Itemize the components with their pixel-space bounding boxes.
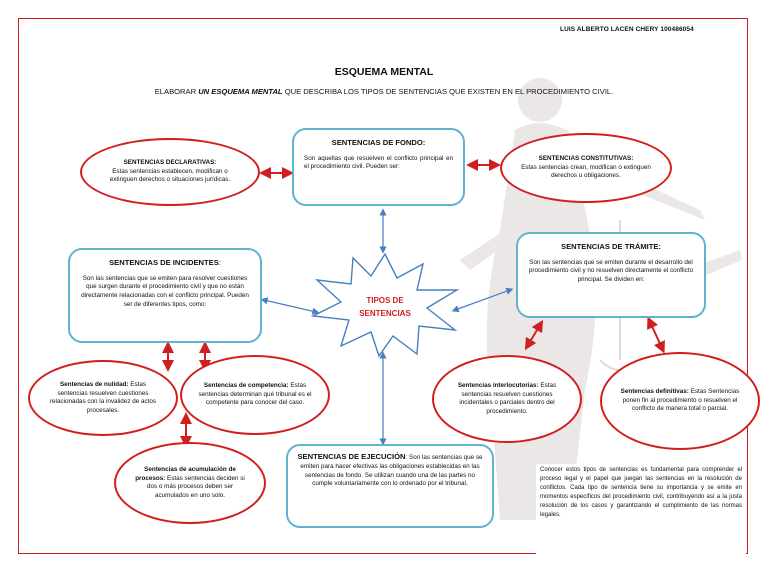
incidentes-text: Son las sentencias que se emiten para re… xyxy=(81,274,249,309)
author-name: LUIS ALBERTO LACEN CHERY 100486054 xyxy=(560,26,694,33)
definitivas-title: Sentencias definitivas: xyxy=(620,388,689,396)
node-sentencias-definitivas: Sentencias definitivas: Estas Sentencias… xyxy=(600,352,760,450)
definitivas-text: Estas Sentencias ponen fin al procedimie… xyxy=(622,388,740,413)
fondo-text: Son aquellas que resuelven el conflicto … xyxy=(304,154,453,171)
fondo-title: SENTENCIAS DE FONDO: xyxy=(331,138,426,147)
arrow-center-tramite xyxy=(451,287,514,313)
arrow-tramite-definitivas xyxy=(647,316,665,354)
interlocutorias-title: Sentencias interlocutorias: xyxy=(457,382,539,389)
tramite-title: SENTENCIAS DE TRÁMITE: xyxy=(561,242,661,251)
conclusion-text: Conocer estos tipos de sentencias es fun… xyxy=(536,464,746,554)
interlocutorias-text: Estas sentencias resuelven cuestiones in… xyxy=(459,382,557,415)
declarativas-title: SENTENCIAS DECLARATIVAS: xyxy=(123,159,217,167)
constitutivas-text: Estas sentencias crean, modifican o exti… xyxy=(521,163,651,180)
acumulacion-title: Sentencias de acumulación de procesos: xyxy=(135,466,236,482)
nulidad-title: Sentencias de nulidad: xyxy=(59,381,129,388)
node-sentencias-incidentes: SENTENCIAS DE INCIDENTES: Son las senten… xyxy=(68,248,262,343)
node-sentencias-tramite: SENTENCIAS DE TRÁMITE: Son las sentencia… xyxy=(516,232,706,318)
competencia-title: Sentencias de competencia: xyxy=(203,382,289,390)
node-sentencias-declarativas: SENTENCIAS DECLARATIVAS:Estas sentencias… xyxy=(80,138,260,206)
node-sentencias-competencia: Sentencias de competencia: Estas sentenc… xyxy=(180,355,330,435)
acumulacion-text: Estas sentencias deciden si dos o más pr… xyxy=(146,474,245,499)
center-label-line1: TIPOS DE xyxy=(366,296,404,305)
node-sentencias-fondo: SENTENCIAS DE FONDO: Son aquellas que re… xyxy=(292,128,465,206)
page-title: ESQUEMA MENTAL xyxy=(334,66,434,78)
page-subtitle: ELABORAR UN ESQUEMA MENTAL QUE DESCRIBA … xyxy=(154,87,614,96)
node-sentencias-interlocutorias: Sentencias interlocutorias: Estas senten… xyxy=(432,355,582,443)
ejecucion-content: SENTENCIAS DE EJECUCIÓN: Son las sentenc… xyxy=(296,452,484,489)
node-sentencias-nulidad: Sentencias de nulidad: Estas sentencias … xyxy=(28,360,178,436)
ejecucion-title: SENTENCIAS DE EJECUCIÓN xyxy=(297,452,406,461)
node-sentencias-acumulacion: Sentencias de acumulación de procesos: E… xyxy=(114,442,266,524)
arrow-incidentes-center xyxy=(260,297,320,315)
tramite-text: Son las sentencias que se emiten durante… xyxy=(528,258,694,284)
page-border xyxy=(18,18,748,554)
declarativas-text: Estas sentencias establecen, modifican o… xyxy=(109,167,231,184)
incidentes-title: SENTENCIAS DE INCIDENTES: xyxy=(109,258,221,267)
center-label-line2: SENTENCIAS xyxy=(359,309,411,318)
competencia-text: Estas sentencias determinan qué tribunal… xyxy=(198,382,312,407)
node-sentencias-constitutivas: SENTENCIAS CONSTITUTIVAS:Estas sentencia… xyxy=(500,133,672,203)
constitutivas-title: SENTENCIAS CONSTITUTIVAS: xyxy=(538,155,634,163)
arrow-tramite-interlocutorias xyxy=(524,319,544,351)
ejecucion-text: : Son las sentencias que se emiten para … xyxy=(300,454,483,488)
node-sentencias-ejecucion: SENTENCIAS DE EJECUCIÓN: Son las sentenc… xyxy=(286,444,494,528)
center-starburst: TIPOS DE SENTENCIAS xyxy=(310,252,460,358)
nulidad-text: Estas sentencias resuelven cuestiones re… xyxy=(49,381,157,414)
